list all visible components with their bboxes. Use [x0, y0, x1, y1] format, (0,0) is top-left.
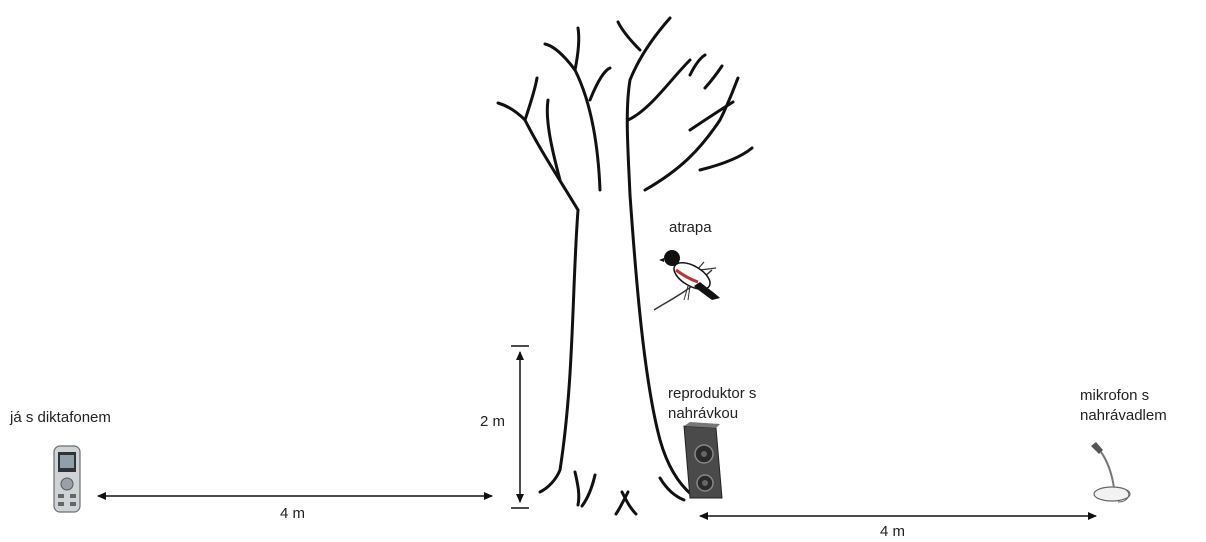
right-distance-label: 4 m: [880, 522, 905, 542]
speaker-label-line1: reproduktor s: [668, 384, 756, 404]
microphone-icon: [1091, 442, 1130, 502]
mic-label-line1: mikrofon s: [1080, 386, 1149, 406]
voice-recorder-icon: [54, 446, 80, 512]
speaker-icon: [684, 422, 722, 498]
speaker-label-line2: nahrávkou: [668, 404, 738, 424]
left-distance-label: 4 m: [280, 504, 305, 524]
height-dimension: [511, 346, 529, 508]
height-dimension-label: 2 m: [480, 412, 505, 432]
me-with-recorder-label: já s diktafonem: [10, 408, 111, 428]
bird-dummy-icon: [654, 250, 720, 310]
mic-label-line2: nahrávadlem: [1080, 406, 1167, 426]
dummy-label: atrapa: [669, 218, 712, 238]
